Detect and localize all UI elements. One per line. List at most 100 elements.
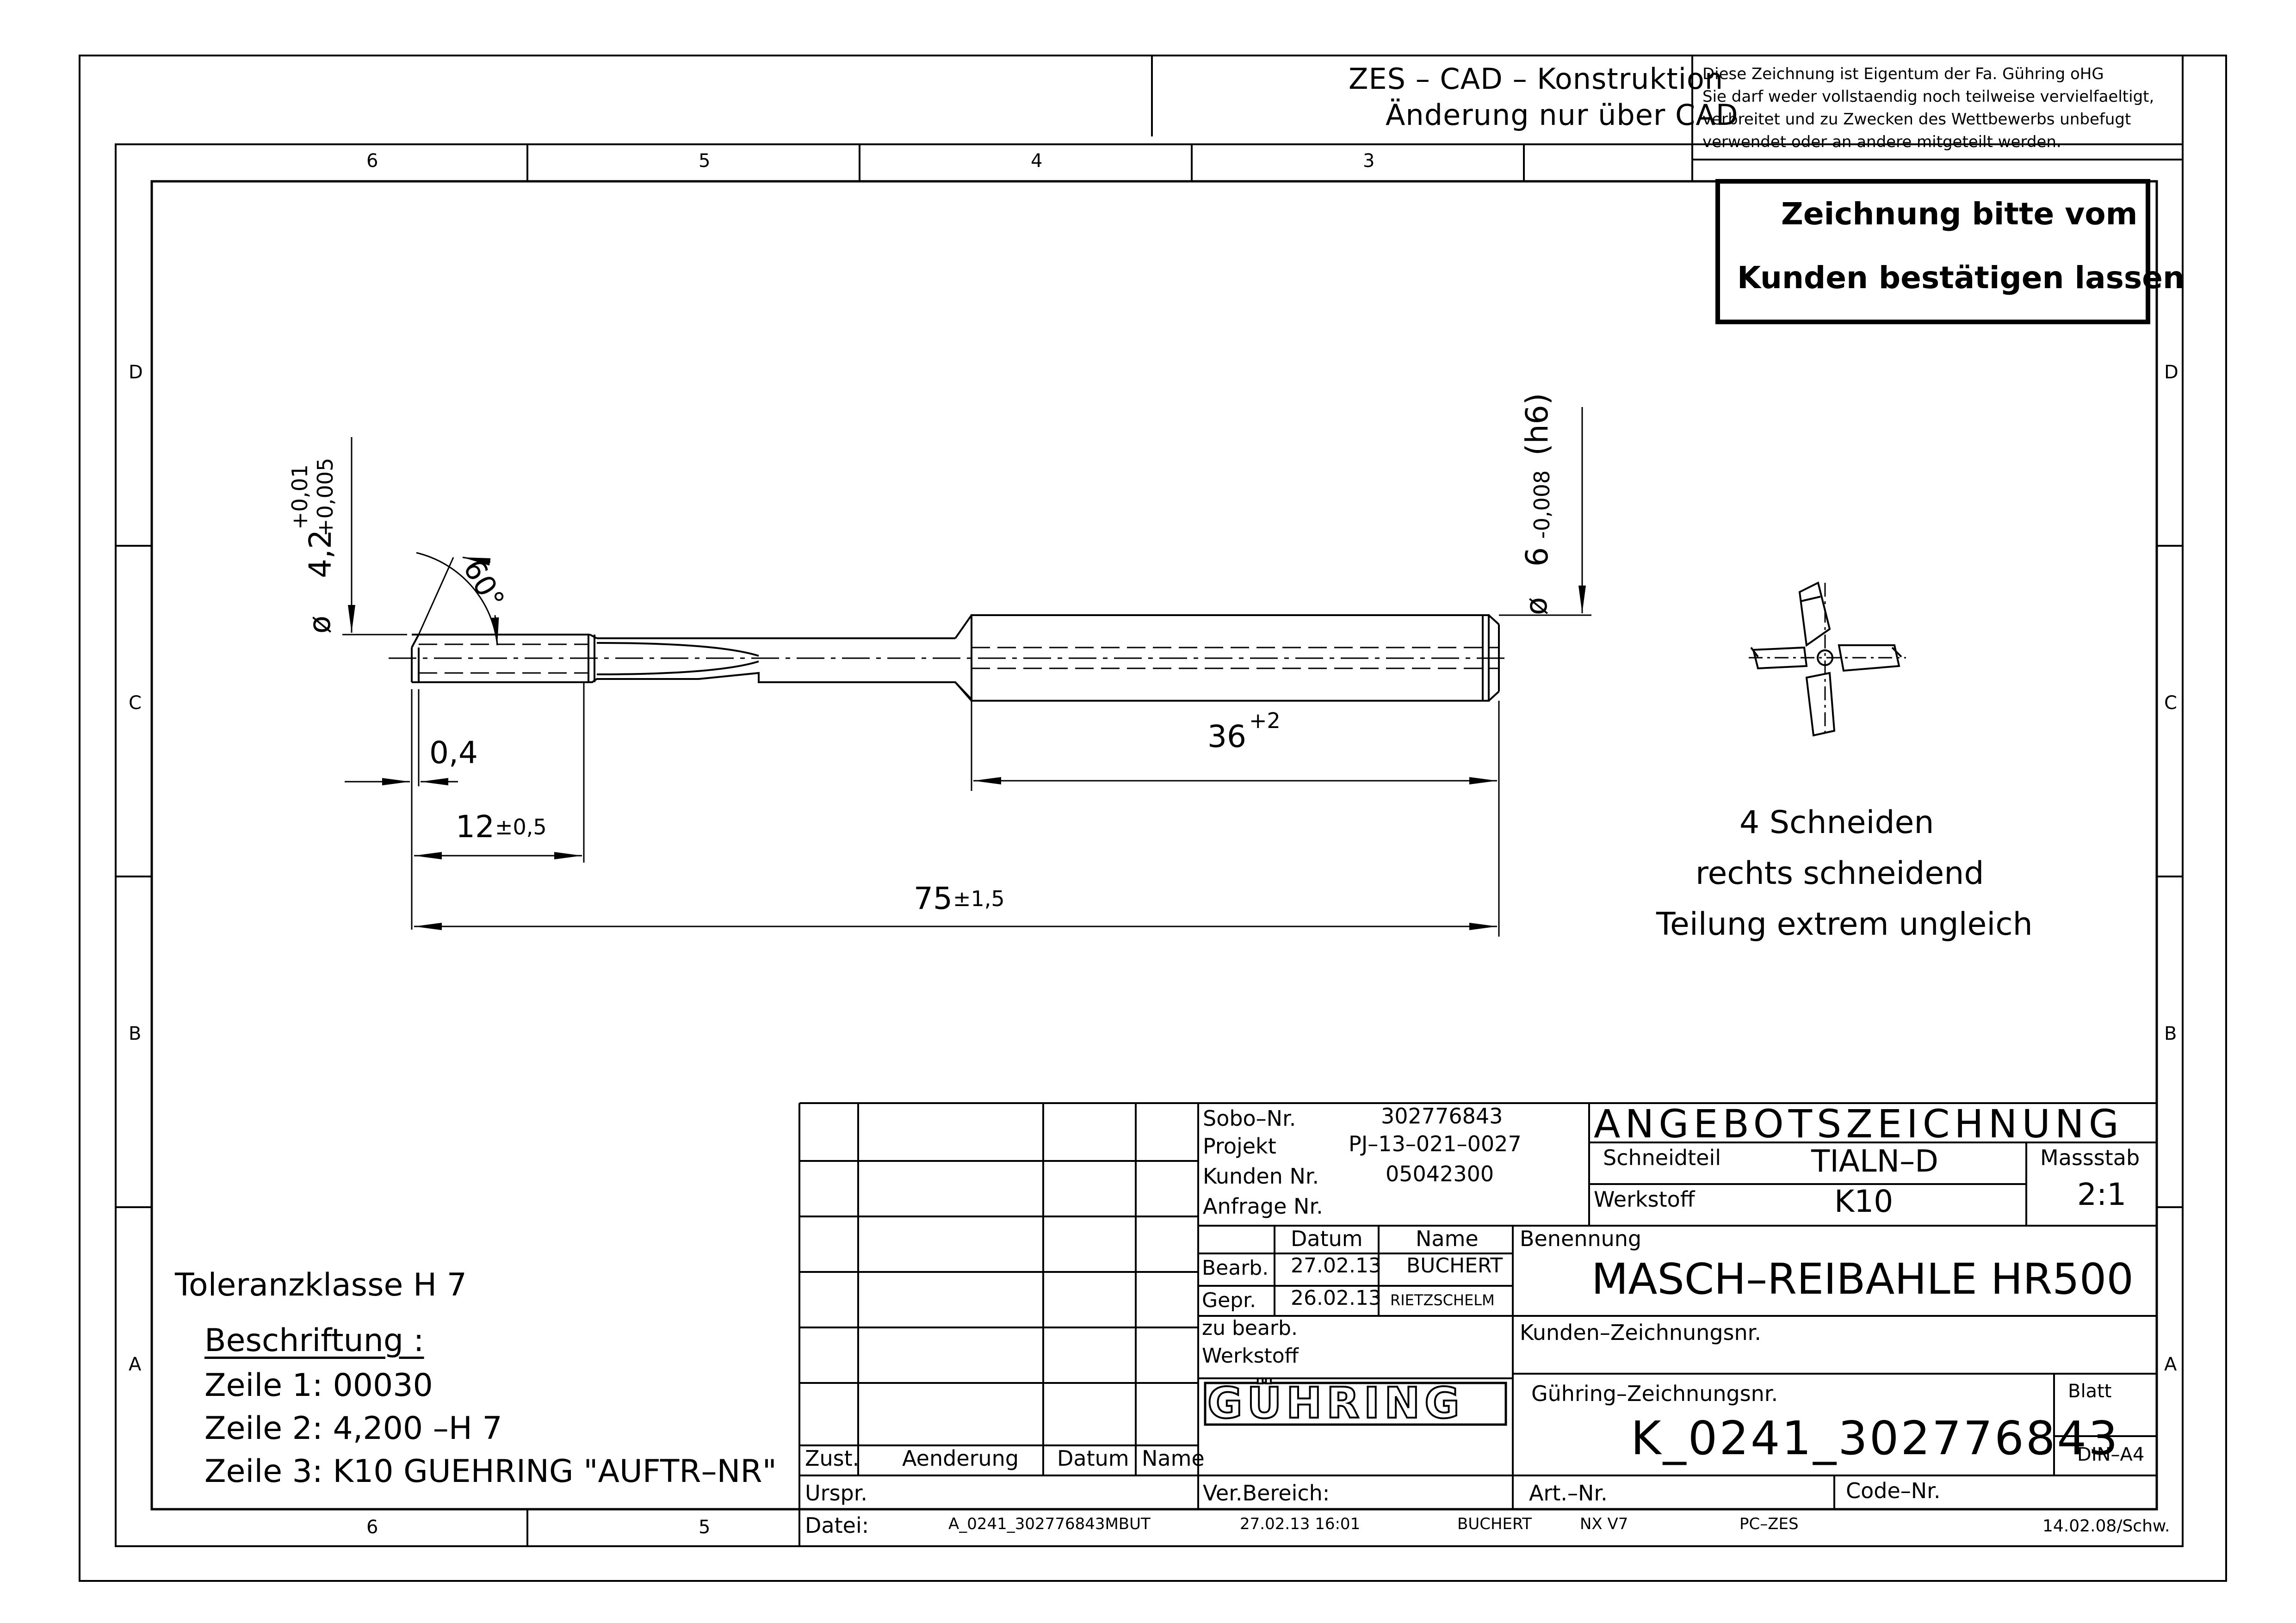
grid-col-6-bottom: 6 [366,1517,378,1538]
grid-row-c-right: C [2164,692,2177,714]
grid-row-c-left: C [129,692,142,714]
code-nr-label: Code–Nr. [1846,1478,1941,1503]
dim-dia-shank-tol: -0,008 [1529,470,1554,539]
zone-frame [115,143,2184,1547]
kunden-label: Kunden Nr. [1203,1164,1319,1189]
notice-line-1: Zeichnung bitte vom [1781,196,2138,232]
dim-dia-small-tol-lower: +0,005 [313,457,338,537]
flute-note-1: 4 Schneiden [1739,804,1934,841]
schneidteil-value: TIALN–D [1811,1143,1938,1179]
bearb-date: 27.02.13 [1291,1254,1381,1277]
dim-dia-small-tol-upper: +0,01 [287,464,312,530]
datei-label: Datei: [805,1513,869,1538]
grid-row-d-right: D [2164,362,2178,383]
label-line-3: Zeile 3: K10 GUEHRING "AUFTR–NR" [204,1453,777,1490]
aenderung-datum-label: Datum [1057,1446,1129,1471]
footer-revision: 14.02.08/Schw. [2042,1517,2170,1536]
datei-value: A_0241_302776843MBUT [948,1515,1151,1533]
dim-dia-small-value: 4,2 [303,530,338,578]
dim-len-cut-tol: ±0,5 [495,815,547,839]
gepr-label: Gepr. [1202,1289,1256,1312]
blatt-label: Blatt [2068,1381,2112,1402]
benennung-value: MASCH–REIBAHLE HR500 [1591,1254,2134,1304]
projekt-value: PJ–13–021–0027 [1349,1131,1522,1156]
dimension-lines [342,407,1591,937]
dim-dia-shank-prefix: ø [1520,597,1554,615]
cad-line-2: Änderung nur über CAD [1386,98,1739,132]
guehring-zeichnungsnr-label: Gühring–Zeichnungsnr. [1531,1381,1778,1406]
gepr-name: RIETZSCHELM [1390,1291,1495,1309]
notice-line-2: Kunden bestätigen lassen [1737,260,2185,296]
benennung-label: Benennung [1520,1226,1642,1251]
dim-len-shank-tol: +2 [1249,708,1281,733]
reamer-outline [389,614,1508,702]
footer-system: NX V7 [1580,1515,1628,1533]
art-nr-label: Art.–Nr. [1529,1481,1608,1506]
label-line-1: Zeile 1: 00030 [204,1367,433,1404]
projekt-label: Projekt [1203,1134,1276,1159]
guehring-logo: GÜHRING [1207,1378,1464,1428]
grid-row-a-left: A [129,1354,142,1375]
werkstoff-value: K10 [1834,1184,1894,1219]
dim-dia-shank-fit: (h6) [1519,393,1555,456]
copyright-line-4: verwendet oder an andere mitgeteilt werd… [1702,133,2061,151]
copyright-line-2: Sie darf weder vollstaendig noch teilwei… [1702,87,2154,106]
dim-dia-small-prefix: ø [303,615,337,634]
dim-chamfer: 0,4 [429,735,478,771]
zu-bearb-line-2: Werkstoff [1202,1344,1299,1368]
ver-bereich-label: Ver.Bereich: [1203,1481,1330,1506]
flute-note-2: rechts schneidend [1696,855,1984,892]
dim-len-cut: 12 [456,809,495,845]
title-block-lines [798,1102,2157,1546]
grid-row-a-right: A [2164,1354,2177,1375]
dim-len-total: 75 [914,881,953,916]
grid-col-4-top: 4 [1031,150,1043,172]
end-view [1749,581,1906,737]
grid-row-d-left: D [129,362,143,383]
gepr-date: 26.02.13 [1291,1286,1381,1310]
copyright-line-1: Diese Zeichnung ist Eigentum der Fa. Güh… [1702,65,2104,83]
cad-line-1: ZES – CAD – Konstruktion [1349,62,1724,96]
grid-col-5-top: 5 [699,150,711,172]
grid-row-b-right: B [2164,1023,2177,1044]
bearb-name: BUCHERT [1406,1254,1503,1277]
guehring-logo-outline [1204,1382,1507,1426]
dim-len-shank: 36 [1207,719,1246,754]
sobo-value: 302776843 [1381,1104,1503,1129]
anfrage-label: Anfrage Nr. [1203,1194,1323,1219]
kunden-zeichnungsnr-label: Kunden–Zeichnungsnr. [1520,1320,1761,1345]
flute-note-3: Teilung extrem ungleich [1656,906,2033,943]
aenderung-label: Aenderung [902,1446,1019,1471]
copyright-line-3: verbreitet und zu Zwecken des Wettbewerb… [1702,110,2131,129]
zust-label: Zust. [805,1446,860,1471]
urspr-label: Urspr. [805,1481,868,1506]
sobo-label: Sobo–Nr. [1203,1106,1296,1131]
werkstoff-label: Werkstoff [1594,1187,1695,1212]
footer-pc: PC–ZES [1739,1515,1799,1533]
label-title: Beschriftung : [204,1322,424,1359]
label-line-2: Zeile 2: 4,200 –H 7 [204,1410,502,1447]
grid-col-6-top: 6 [366,150,378,172]
name-header: Name [1416,1226,1479,1251]
notice-box [1715,179,2150,324]
aenderung-name-label: Name [1142,1446,1205,1471]
kunden-value: 05042300 [1386,1161,1494,1186]
zu-bearb-line-1: zu bearb. [1202,1316,1298,1340]
grid-col-3-top: 3 [1363,150,1375,172]
massstab-value: 2:1 [2077,1177,2127,1212]
grid-row-b-left: B [129,1023,142,1044]
dim-len-total-tol: ±1,5 [953,886,1005,911]
guehring-zeichnungsnr-value: K_0241_302776843 [1631,1411,2120,1465]
massstab-label: Massstab [2040,1145,2140,1170]
footer-timestamp: 27.02.13 16:01 [1240,1515,1361,1533]
inner-frame [150,180,2158,1511]
schneidteil-label: Schneidteil [1603,1145,1721,1170]
dim-dia-shank-value: 6 [1519,547,1555,567]
tolerance-class: Toleranzklasse H 7 [175,1267,467,1303]
bearb-label: Bearb. [1202,1256,1269,1280]
datum-header: Datum [1291,1226,1363,1251]
doc-title: ANGEBOTSZEICHNUNG [1594,1101,2123,1147]
format-label: DIN–A4 [2077,1444,2145,1465]
